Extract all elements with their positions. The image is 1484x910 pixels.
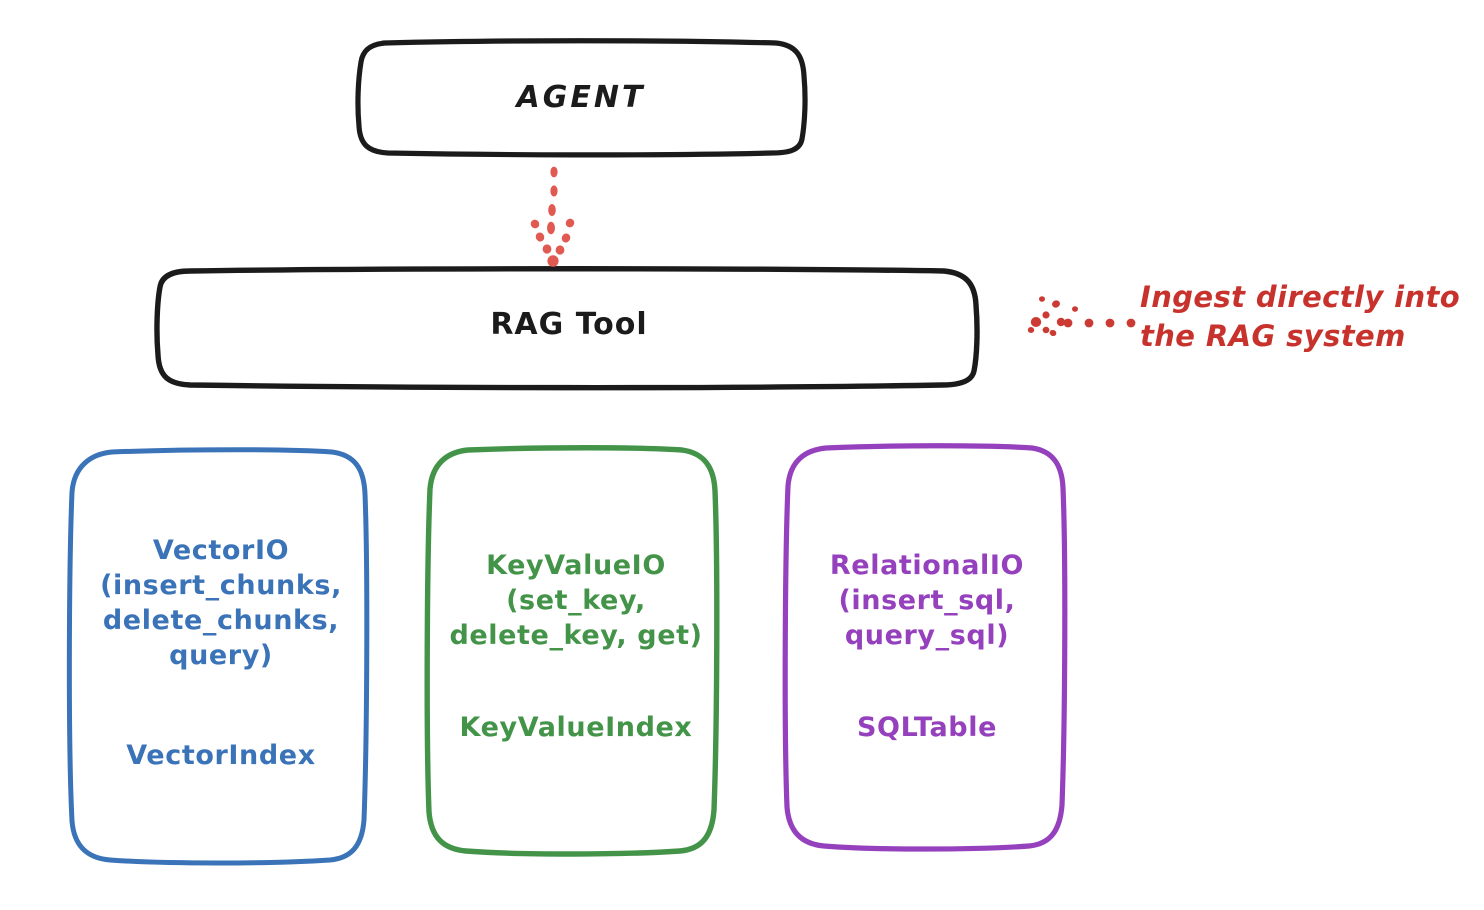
vector-index-label: VectorIndex	[126, 740, 316, 771]
ingest-annotation-text: Ingest directly into the RAG system	[1140, 280, 1461, 354]
sql-table-label: SQLTable	[857, 712, 997, 743]
relational-io-api-label: RelationalIO (insert_sql, query_sql)	[829, 550, 1025, 652]
keyvalue-io-api-label: KeyValueIO (set_key, delete_key, get)	[449, 550, 703, 652]
keyvalue-index-label: KeyValueIndex	[459, 712, 693, 743]
ingest-to-rag-arrow	[1027, 296, 1136, 337]
agent-node-label: AGENT	[516, 80, 646, 115]
vector-io-api-label: VectorIO (insert_chunks, delete_chunks, …	[100, 535, 342, 672]
rag-tool-node-label: RAG Tool	[490, 307, 648, 342]
agent-to-rag-arrow	[530, 166, 575, 267]
